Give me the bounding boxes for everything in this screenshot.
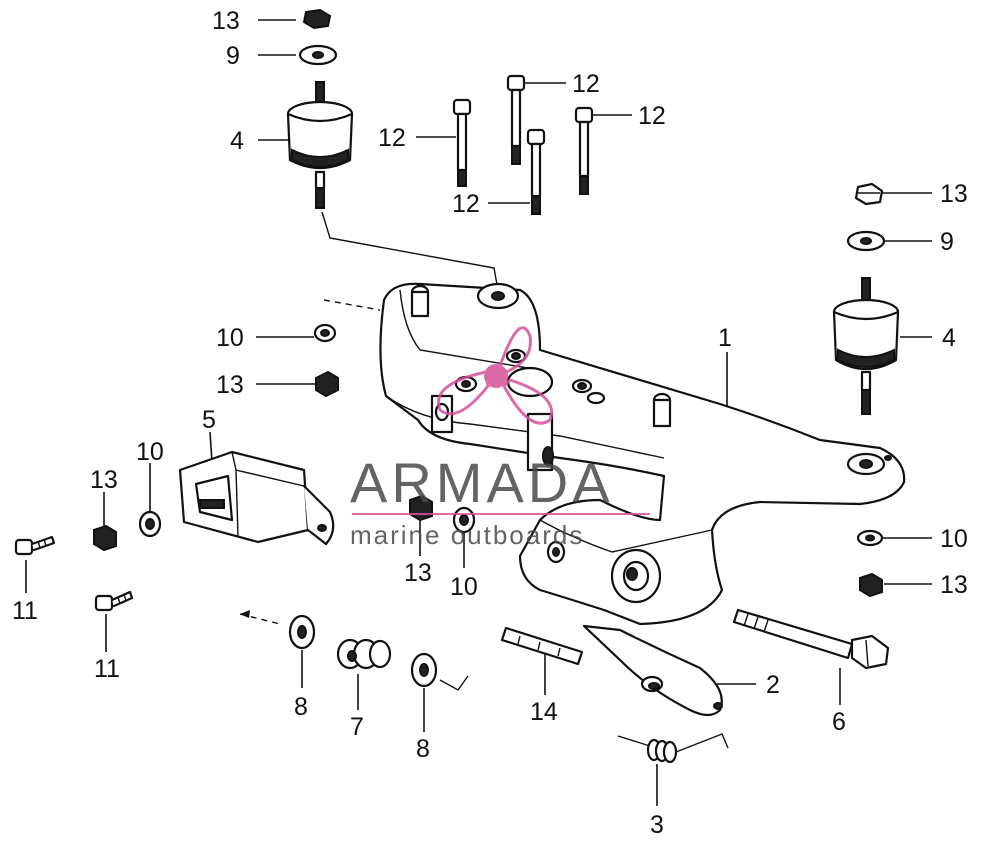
- callout-1: 1: [718, 324, 732, 352]
- nut-13-upper-left: [315, 370, 339, 398]
- callout-9: 9: [940, 228, 954, 256]
- watermark-brand: ARMADA: [350, 451, 614, 514]
- nut-13-left: [93, 524, 117, 552]
- callout-14: 14: [530, 698, 558, 726]
- callout-12: 12: [378, 124, 406, 152]
- callout-13: 13: [212, 7, 240, 35]
- callout-2: 2: [766, 671, 780, 699]
- tilt-lever-2: [582, 624, 723, 717]
- nut-13-lower-right: [859, 572, 883, 598]
- washer-9-top: [298, 44, 338, 66]
- nut-13-right: [854, 182, 884, 206]
- callout-8: 8: [416, 735, 430, 763]
- propeller-logo-icon: [437, 326, 553, 425]
- washer-8-right: [410, 652, 438, 688]
- bushing-7: [336, 638, 392, 670]
- rubber-block-5: [178, 450, 335, 546]
- callout-5: 5: [202, 406, 216, 434]
- washer-9-right: [846, 230, 886, 252]
- spring-3: [617, 733, 729, 764]
- bolt-6: [732, 608, 890, 670]
- rubber-mount-4-left: [286, 81, 354, 209]
- callout-12: 12: [638, 102, 666, 130]
- callout-9: 9: [226, 42, 240, 70]
- armada-watermark: ARMADA marine outboards: [350, 326, 650, 550]
- callout-12: 12: [572, 70, 600, 98]
- nut-13-top: [302, 8, 332, 30]
- bolt-11-lower: [94, 590, 134, 612]
- callout-10: 10: [216, 324, 244, 352]
- callout-13: 13: [404, 559, 432, 587]
- bolt-11-left: [14, 535, 56, 556]
- callout-10: 10: [136, 438, 164, 466]
- rubber-mount-4-right: [832, 277, 900, 415]
- callout-11: 11: [12, 597, 38, 625]
- callout-labels: 13 9 4 12 12 12 12 13 9 4 1 10 13 5 10 1…: [12, 7, 968, 839]
- pin-14: [500, 626, 584, 666]
- washer-10-upper-left: [313, 323, 337, 343]
- callout-10: 10: [450, 573, 478, 601]
- washer-10-right: [856, 529, 884, 547]
- callout-3: 3: [650, 811, 664, 839]
- callout-7: 7: [350, 713, 364, 741]
- callout-13: 13: [90, 466, 118, 494]
- bolts-12: [452, 74, 594, 215]
- callout-11: 11: [94, 655, 120, 683]
- callout-4: 4: [942, 324, 956, 352]
- callout-4: 4: [230, 127, 244, 155]
- callout-13: 13: [940, 180, 968, 208]
- callout-13: 13: [216, 371, 244, 399]
- callout-12: 12: [452, 190, 480, 218]
- washer-10-left: [138, 510, 162, 538]
- callout-8: 8: [294, 693, 308, 721]
- callout-6: 6: [832, 708, 846, 736]
- washer-8-left: [288, 614, 316, 650]
- callout-10: 10: [940, 525, 968, 553]
- leader-lines: [25, 19, 932, 806]
- callout-13: 13: [940, 571, 968, 599]
- watermark-tagline: marine outboards: [350, 520, 584, 550]
